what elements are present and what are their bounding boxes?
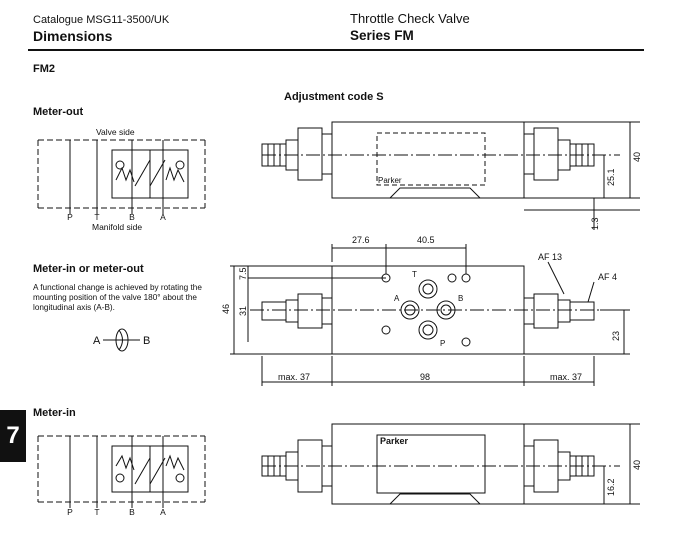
dim-98: 98 <box>420 372 430 382</box>
mi-port-p: P <box>67 507 73 517</box>
valve-side-label: Valve side <box>96 127 135 137</box>
dim-bottom-40: 40 <box>632 460 642 470</box>
dim-af13: AF 13 <box>538 252 562 262</box>
mo-port-a: A <box>160 212 166 222</box>
meter-out-schematic <box>37 139 206 214</box>
dim-max37-right: max. 37 <box>550 372 582 382</box>
rotation-symbol <box>103 328 140 352</box>
product-title: Throttle Check Valve <box>350 11 470 26</box>
meter-in-title: Meter-in <box>33 407 76 419</box>
meter-in-or-out-title: Meter-in or meter-out <box>33 263 144 275</box>
mi-port-t: T <box>94 507 99 517</box>
section-title: Dimensions <box>33 28 113 44</box>
mi-port-b: B <box>129 507 135 517</box>
dim-7-5: 7.5 <box>238 267 248 280</box>
port-b-label: B <box>458 294 463 303</box>
manifold-side-label: Manifold side <box>92 222 143 232</box>
dim-46: 46 <box>221 304 231 314</box>
port-a-label: A <box>394 294 400 303</box>
catalogue-number: Catalogue MSG11-3500/UK <box>33 14 170 26</box>
page-code: FM2 <box>33 63 55 75</box>
dim-top-25-1: 25.1 <box>606 168 616 186</box>
adjustment-title: Adjustment code S <box>284 91 384 103</box>
meter-out-title: Meter-out <box>33 106 84 118</box>
chapter-tab: 7 <box>0 410 26 462</box>
dim-bottom-16-2: 16.2 <box>606 478 616 496</box>
rotate-b-label: B <box>143 335 150 347</box>
mo-port-t: T <box>94 212 99 222</box>
dim-top-40: 40 <box>632 152 642 162</box>
dim-max37-left: max. 37 <box>278 372 310 382</box>
dim-40-5: 40.5 <box>417 235 435 245</box>
dim-27-6: 27.6 <box>352 235 370 245</box>
dim-top-1-3: 1.3 <box>590 217 600 230</box>
rotate-a-label: A <box>93 335 101 347</box>
port-p-label: P <box>440 339 445 348</box>
dim-af4: AF 4 <box>598 272 617 282</box>
dim-31: 31 <box>238 306 248 316</box>
valve-plan-view <box>230 244 630 386</box>
bottom-brand-text: Parker <box>380 436 409 446</box>
mo-port-p: P <box>67 212 73 222</box>
valve-side-view-bottom <box>261 423 640 505</box>
top-brand-text: Parker <box>378 176 402 185</box>
header-rule <box>28 49 644 51</box>
port-t-label: T <box>412 270 417 279</box>
dim-23: 23 <box>611 331 621 341</box>
meter-in-schematic <box>37 435 206 508</box>
series-title: Series FM <box>350 28 414 43</box>
valve-side-view-top: Parker <box>261 121 640 230</box>
rotation-note: A functional change is achieved by rotat… <box>33 283 202 312</box>
mo-port-b: B <box>129 212 135 222</box>
mi-port-a: A <box>160 507 166 517</box>
